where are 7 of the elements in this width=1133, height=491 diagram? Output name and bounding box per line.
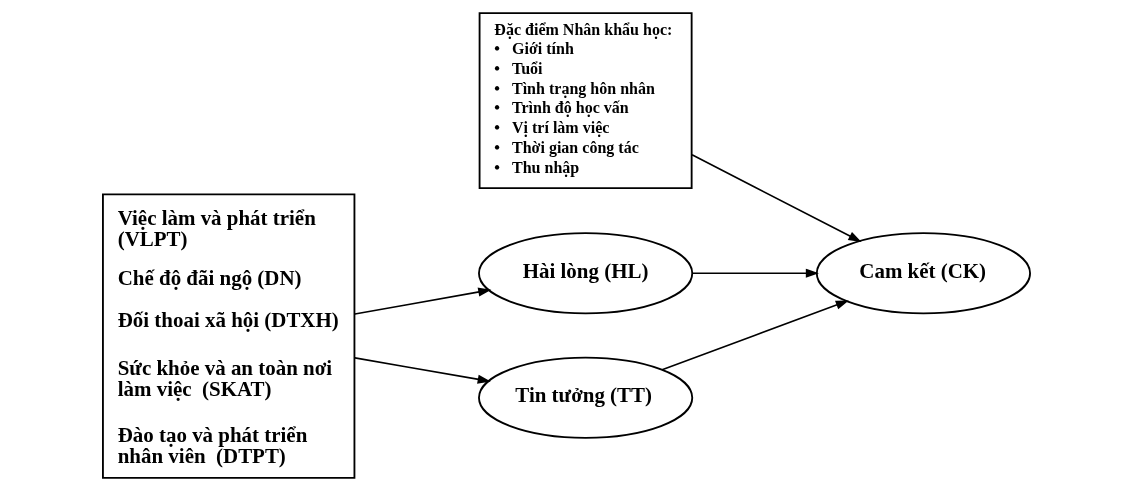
arrow bbox=[354, 287, 492, 315]
arrow bbox=[354, 357, 491, 384]
arrow bbox=[661, 300, 849, 371]
arrow bbox=[691, 268, 819, 278]
node-box: Việc làm và phát triển (VLPT) Chế độ đãi ngộ (DN) Đối thoai xã hội (DTXH) Sức khỏe và an toàn nơi làm việc (SKAT) Đào tạo và phát triển nhân viên (DTPT) bbox=[102, 193, 356, 479]
node-box: Đặc điểm Nhân khẩu học: • Giới tính • Tuổi • Tình trạng hôn nhân • Trình độ học vấn • Vị trí làm việc • Thời gian công tác • Thu nhập bbox=[478, 12, 693, 190]
arrow bbox=[691, 153, 862, 242]
